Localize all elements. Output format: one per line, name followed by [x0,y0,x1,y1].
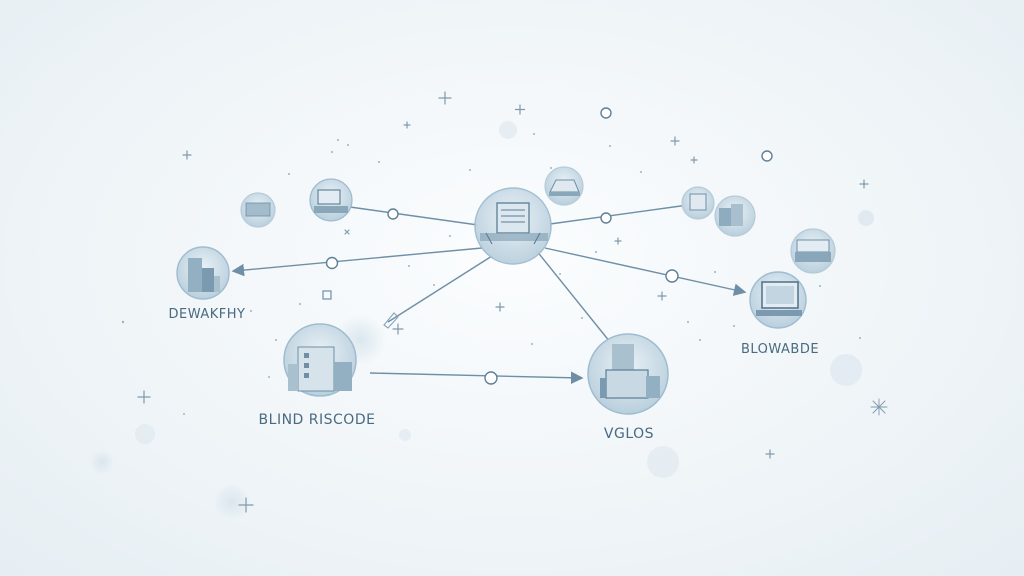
connector-hub-to-top-left-node [349,206,479,226]
connector-hub-to-blowabde [544,247,747,296]
junction-rings [325,107,773,385]
small-square-marker [322,290,332,300]
sparkle-icon [403,121,411,129]
sparkles [137,91,888,513]
building-icon [689,193,707,211]
background-blobs [90,121,874,520]
top-left-small-node [240,192,276,228]
sparkle-icon [765,449,775,459]
vglos-label: VGLOS [603,426,655,442]
top-center-node [544,166,584,206]
connector-blind-to-vglos [369,371,584,385]
connector-hub-to-vglos [535,249,611,343]
top-right-node [681,186,715,220]
connector-hub-to-top-right-node [549,204,689,225]
junction-ring [325,256,339,270]
building-icon [600,344,660,399]
connectors [231,204,747,385]
building-icon [288,346,352,392]
connector-hub-to-dewakfhy [231,247,483,277]
monitor-icon [314,189,348,213]
building-icon [188,258,220,292]
server-building-icon [480,202,548,245]
right-upper-node [790,228,836,274]
sparkle-icon [238,497,254,513]
junction-ring [665,269,679,283]
sparkle-icon [344,229,350,235]
sparkle-icon [392,323,404,335]
dewakfhy-label: DEWAKFHY [168,307,246,322]
sparkle-icon [670,136,680,146]
junction-ring [387,208,399,220]
dust-dots [121,133,861,415]
blowabde-node [749,271,807,329]
monitor-icon [756,281,802,316]
top-right-node-2 [714,195,756,237]
blowabde-label: BLOWABDE [740,342,820,357]
dewakfhy-node [176,246,230,300]
building-icon [245,202,271,217]
sparkle-icon [182,150,192,160]
sparkle-icon [657,291,667,301]
stage-icon [795,239,831,262]
junction-ring [600,107,612,119]
sparkle-icon [859,179,869,189]
sparkle-icon [690,156,698,164]
vglos-node [587,333,669,415]
sparkle-icon [514,104,526,115]
small-handle-marker [383,312,399,329]
blind-riscode-label: BLIND RISCODE [258,412,376,428]
junction-ring [761,150,773,162]
hub-node [474,187,552,265]
sparkle-icon [137,390,151,404]
building-icon [719,204,743,226]
junction-ring [600,212,612,224]
sparkle-icon [614,237,622,245]
sparkle-icon [495,302,505,312]
sparkle-icon [438,91,452,105]
sparkle-icon [870,398,888,416]
connector-hub-to-lower-left [387,255,493,323]
blind-riscode-node [283,323,357,397]
top-left-node [309,178,353,222]
junction-ring [484,371,498,385]
